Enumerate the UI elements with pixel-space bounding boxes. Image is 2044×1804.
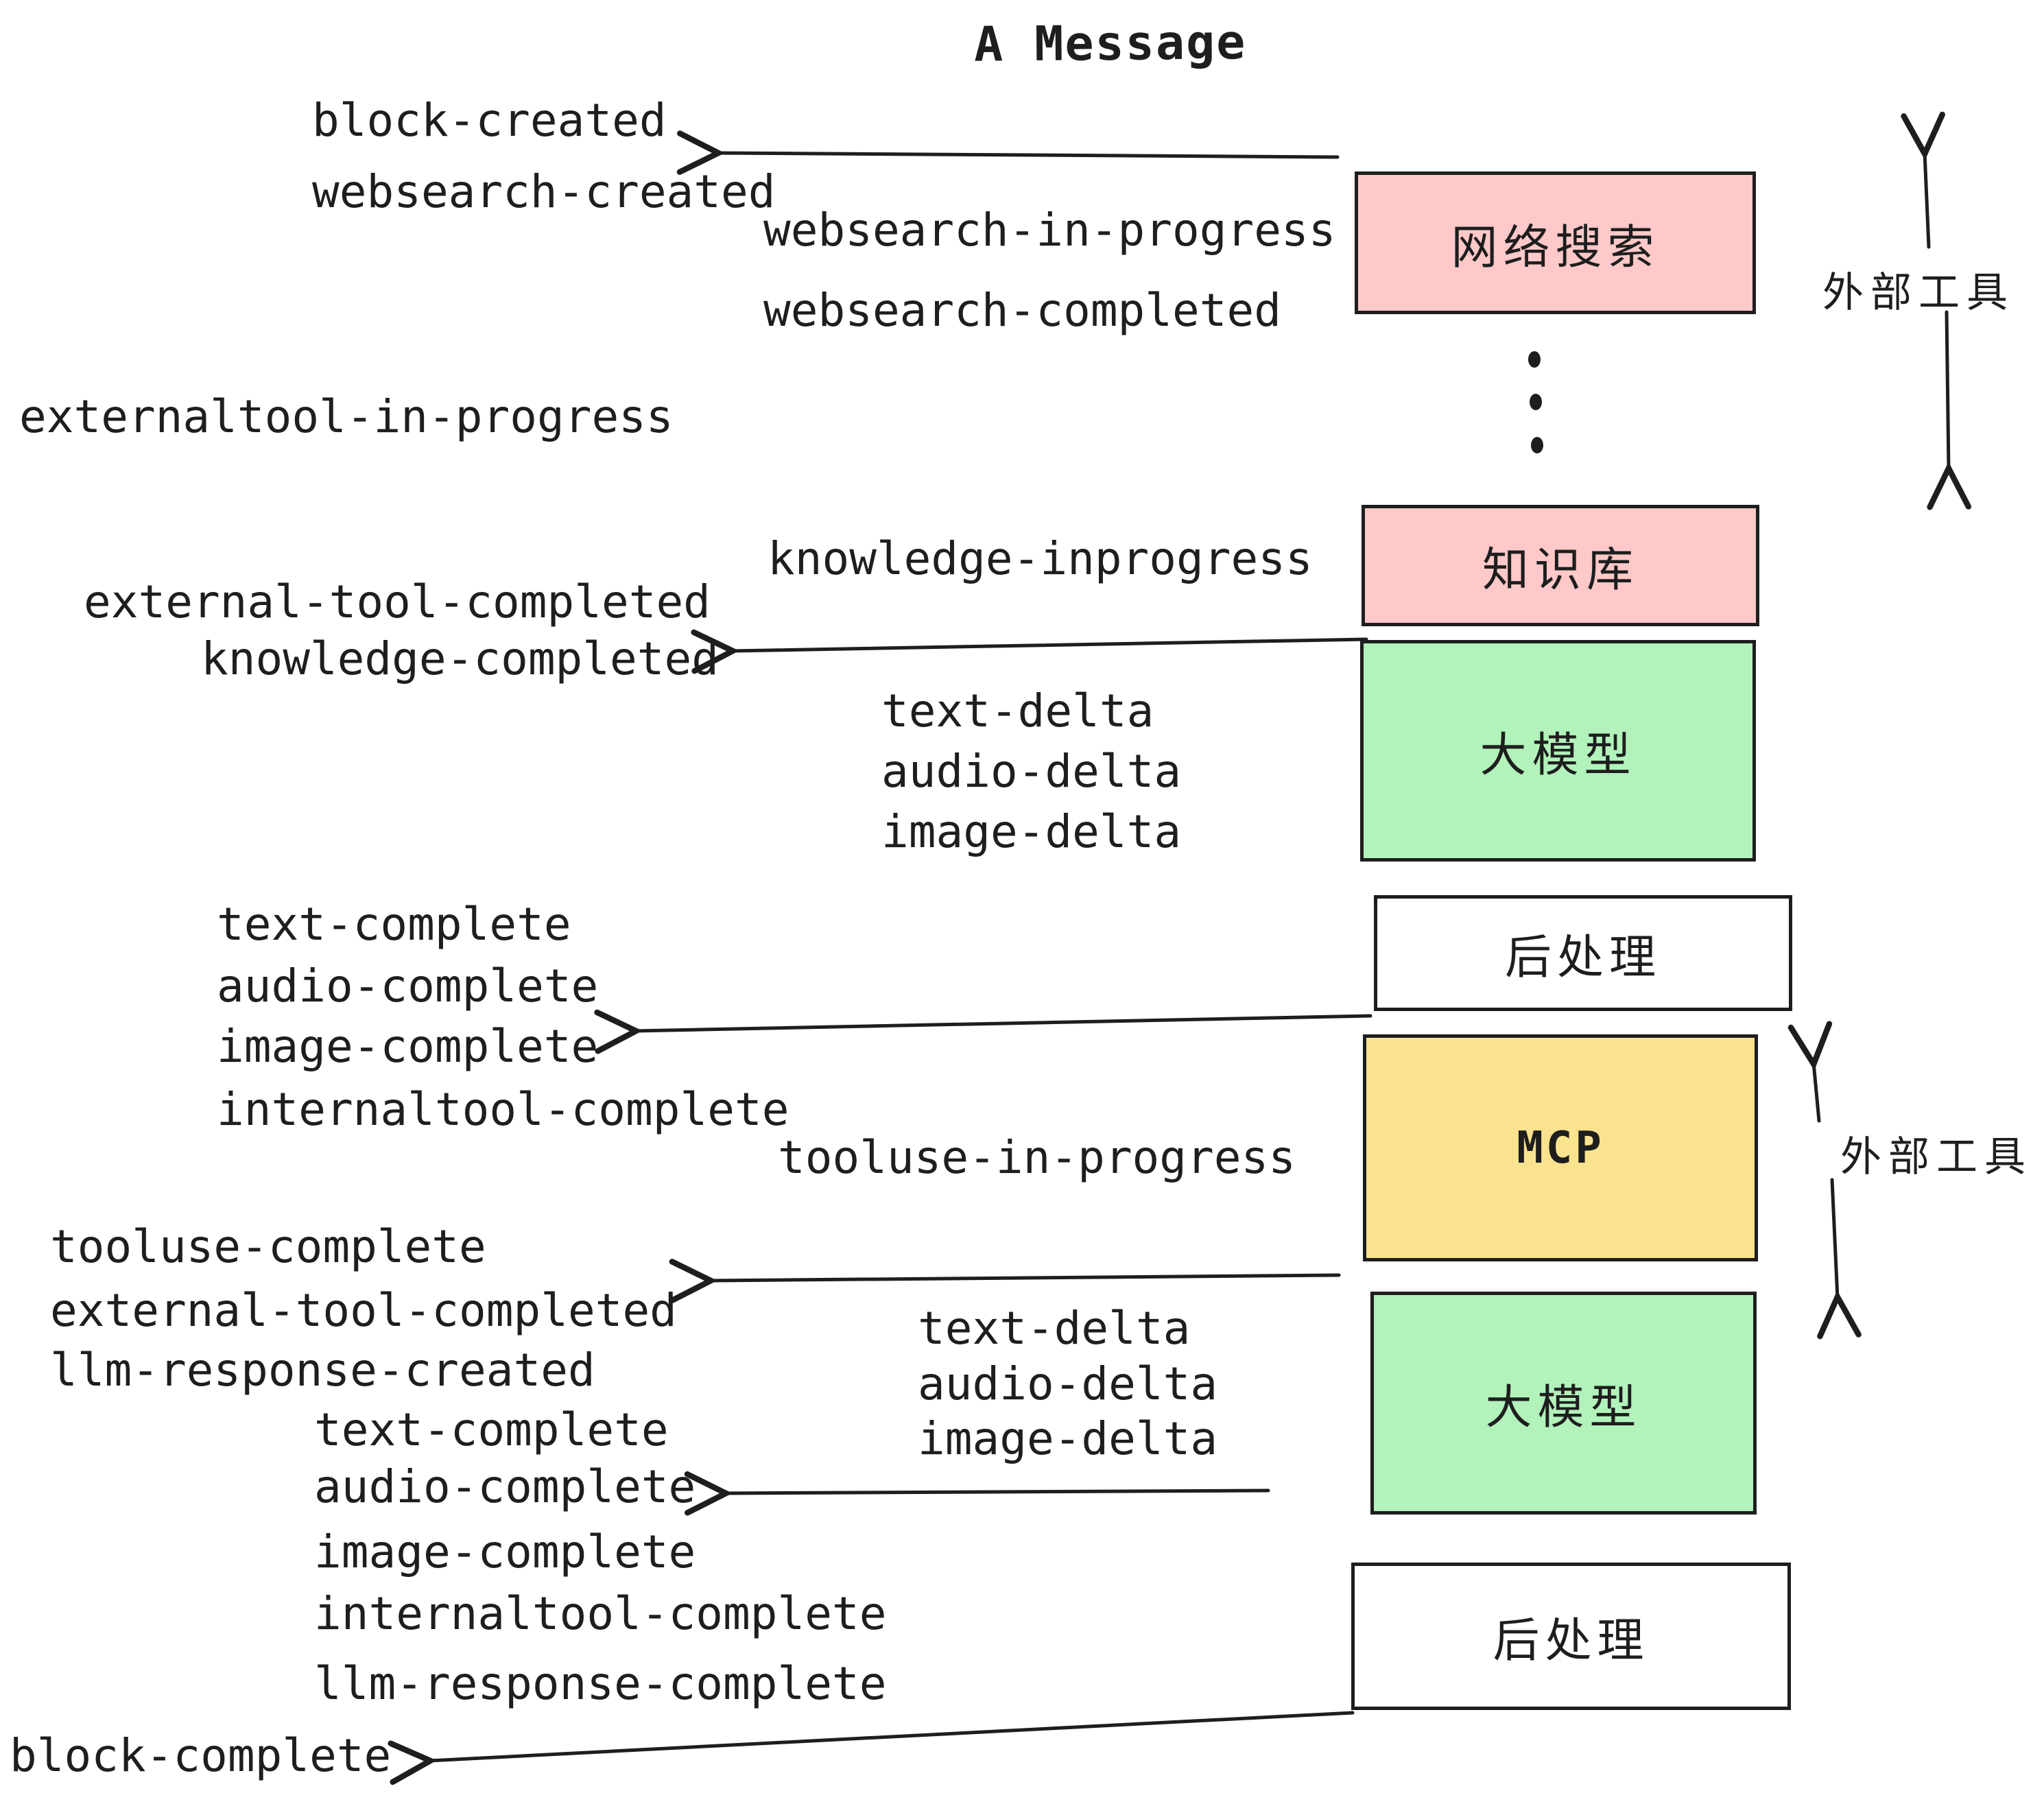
box-llm-2-label: 大模型 [1485, 1381, 1642, 1435]
arrow-llm2-to-complete [724, 1491, 1270, 1493]
side-label-external-tools-mid: 外部工具 [1840, 1133, 2032, 1181]
event-label-llm-response-complete: llm-response-complete [314, 1657, 887, 1710]
event-label-llm-response-created: llm-response-created [50, 1344, 595, 1397]
event-label-websearch-created: websearch-created [312, 165, 776, 218]
event-label-text-complete-2: text-complete [314, 1403, 669, 1456]
ellipsis-dot-3 [1531, 437, 1543, 453]
box-mcp: MCP [1363, 1034, 1758, 1261]
box-websearch: 网络搜索 [1355, 171, 1756, 314]
event-label-image-complete-2: image-complete [314, 1526, 696, 1578]
event-label-audio-delta-1: audio-delta [881, 745, 1182, 798]
event-label-block-created: block-created [312, 94, 667, 147]
event-label-image-delta-2: image-delta [918, 1412, 1218, 1465]
event-label-internaltool-complete-1: internaltool-complete [217, 1083, 789, 1136]
event-label-text-delta-2: text-delta [918, 1302, 1191, 1355]
side-label-external-tools-top: 外部工具 [1822, 269, 2015, 317]
diagram-title: A Message [973, 14, 1247, 73]
arrow-post1-to-complete [634, 1016, 1372, 1031]
box-knowledge: 知识库 [1362, 505, 1759, 626]
event-label-image-complete-1: image-complete [217, 1020, 599, 1073]
event-label-external-tool-completed-1: external-tool-completed [84, 575, 711, 628]
event-label-websearch-in-progress: websearch-in-progress [763, 204, 1336, 257]
arrow-external-tools-mid-up [1814, 1063, 1819, 1123]
event-label-audio-complete-2: audio-complete [314, 1460, 696, 1513]
event-label-text-complete-1: text-complete [217, 898, 571, 951]
event-label-knowledge-completed: knowledge-completed [201, 632, 719, 685]
arrow-post2-to-block-complete [429, 1711, 1355, 1761]
arrow-external-tools-mid-down [1832, 1178, 1838, 1298]
event-label-image-delta-1: image-delta [881, 805, 1182, 858]
box-llm-1: 大模型 [1360, 640, 1756, 862]
arrow-mcp-to-tooluse-complete [709, 1275, 1341, 1281]
box-mcp-label: MCP [1517, 1122, 1604, 1174]
box-llm-2: 大模型 [1370, 1292, 1757, 1515]
box-postprocess-1: 后处理 [1374, 895, 1792, 1011]
event-label-audio-complete-1: audio-complete [217, 960, 599, 1012]
box-postprocess-2-label: 后处理 [1493, 1614, 1650, 1668]
event-label-knowledge-inprogress: knowledge-inprogress [768, 532, 1313, 585]
arrow-websearch-to-created [717, 153, 1340, 157]
event-label-tooluse-complete: tooluse-complete [50, 1220, 486, 1273]
event-label-tooluse-in-progress: tooluse-in-progress [778, 1131, 1296, 1184]
arrow-external-tools-top-up [1925, 152, 1929, 249]
event-label-internaltool-complete-2: internaltool-complete [314, 1587, 887, 1640]
ellipsis-dot-1 [1528, 351, 1541, 368]
box-postprocess-1-label: 后处理 [1504, 931, 1661, 985]
box-llm-1-label: 大模型 [1479, 728, 1637, 783]
box-websearch-label: 网络搜索 [1451, 220, 1660, 275]
arrow-external-tools-top-down [1947, 310, 1949, 470]
event-label-block-complete: block-complete [10, 1729, 392, 1782]
box-postprocess-2: 后处理 [1351, 1563, 1791, 1710]
ellipsis-dot-2 [1530, 394, 1542, 410]
event-label-websearch-completed: websearch-completed [763, 284, 1281, 337]
box-knowledge-label: 知识库 [1482, 543, 1639, 597]
event-label-external-tool-completed-2: external-tool-completed [50, 1284, 677, 1337]
event-label-externaltool-in-progress: externaltool-in-progress [19, 390, 674, 443]
arrow-knowledge-to-completed [731, 639, 1368, 651]
event-label-audio-delta-2: audio-delta [918, 1357, 1218, 1410]
event-label-text-delta-1: text-delta [881, 685, 1154, 737]
